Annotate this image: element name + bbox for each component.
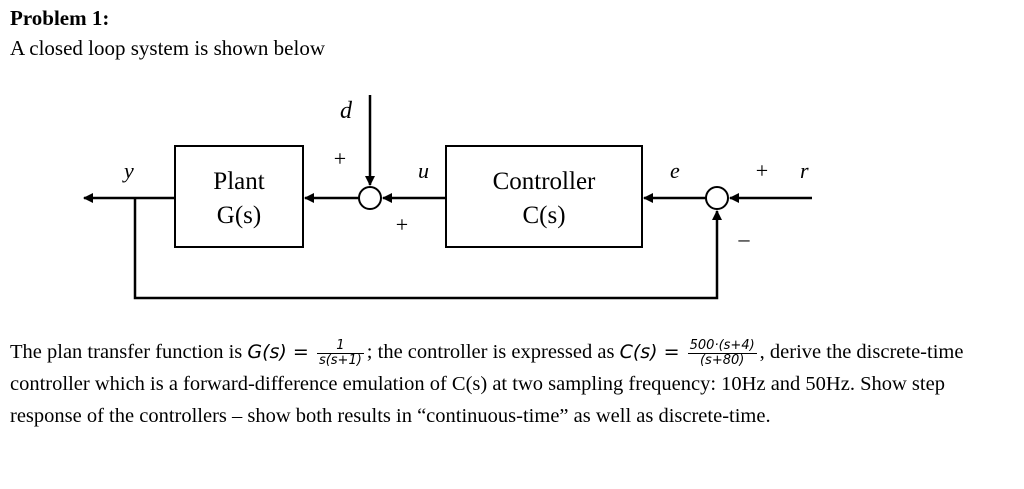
- summing-junction-error: [705, 186, 729, 210]
- c-equation-lhs: C(s) =: [619, 341, 680, 363]
- controller-name: Controller: [493, 168, 596, 195]
- c-fraction: 500·(s+4)(s+80): [687, 337, 757, 368]
- sum1-top-sign: +: [334, 146, 346, 171]
- label-y: y: [122, 158, 134, 183]
- text-part-2: ; the controller is expressed as: [366, 341, 615, 363]
- problem-title: Problem 1:: [10, 6, 110, 30]
- plant-name: Plant: [213, 168, 264, 195]
- label-e: e: [670, 158, 680, 183]
- g-denominator: s(s+1): [318, 352, 362, 368]
- sum1-bottom-sign: +: [396, 212, 408, 237]
- summing-junction-disturbance: [358, 186, 382, 210]
- feedback-path: [133, 198, 722, 300]
- text-part-1: The plan transfer function is: [10, 341, 243, 363]
- sum2-top-sign: +: [756, 158, 768, 183]
- g-equation-lhs: G(s) =: [247, 341, 309, 363]
- text-part-3: , derive the discrete-time controller wh…: [10, 341, 964, 427]
- problem-intro: A closed loop system is shown below: [10, 36, 325, 60]
- c-denominator: (s+80): [699, 352, 745, 368]
- sum2-bottom-sign: –: [738, 226, 751, 251]
- plant-block: [174, 145, 304, 248]
- controller-block: [445, 145, 643, 248]
- controller-tf: C(s): [522, 202, 565, 229]
- block-diagram: Plant G(s) Controller C(s) d + + y u e +…: [83, 95, 812, 300]
- label-d: d: [340, 98, 353, 124]
- label-u: u: [418, 158, 429, 183]
- g-numerator: 1: [316, 338, 364, 354]
- label-r: r: [800, 158, 809, 183]
- c-numerator: 500·(s+4): [687, 337, 757, 354]
- plant-tf: G(s): [217, 202, 261, 229]
